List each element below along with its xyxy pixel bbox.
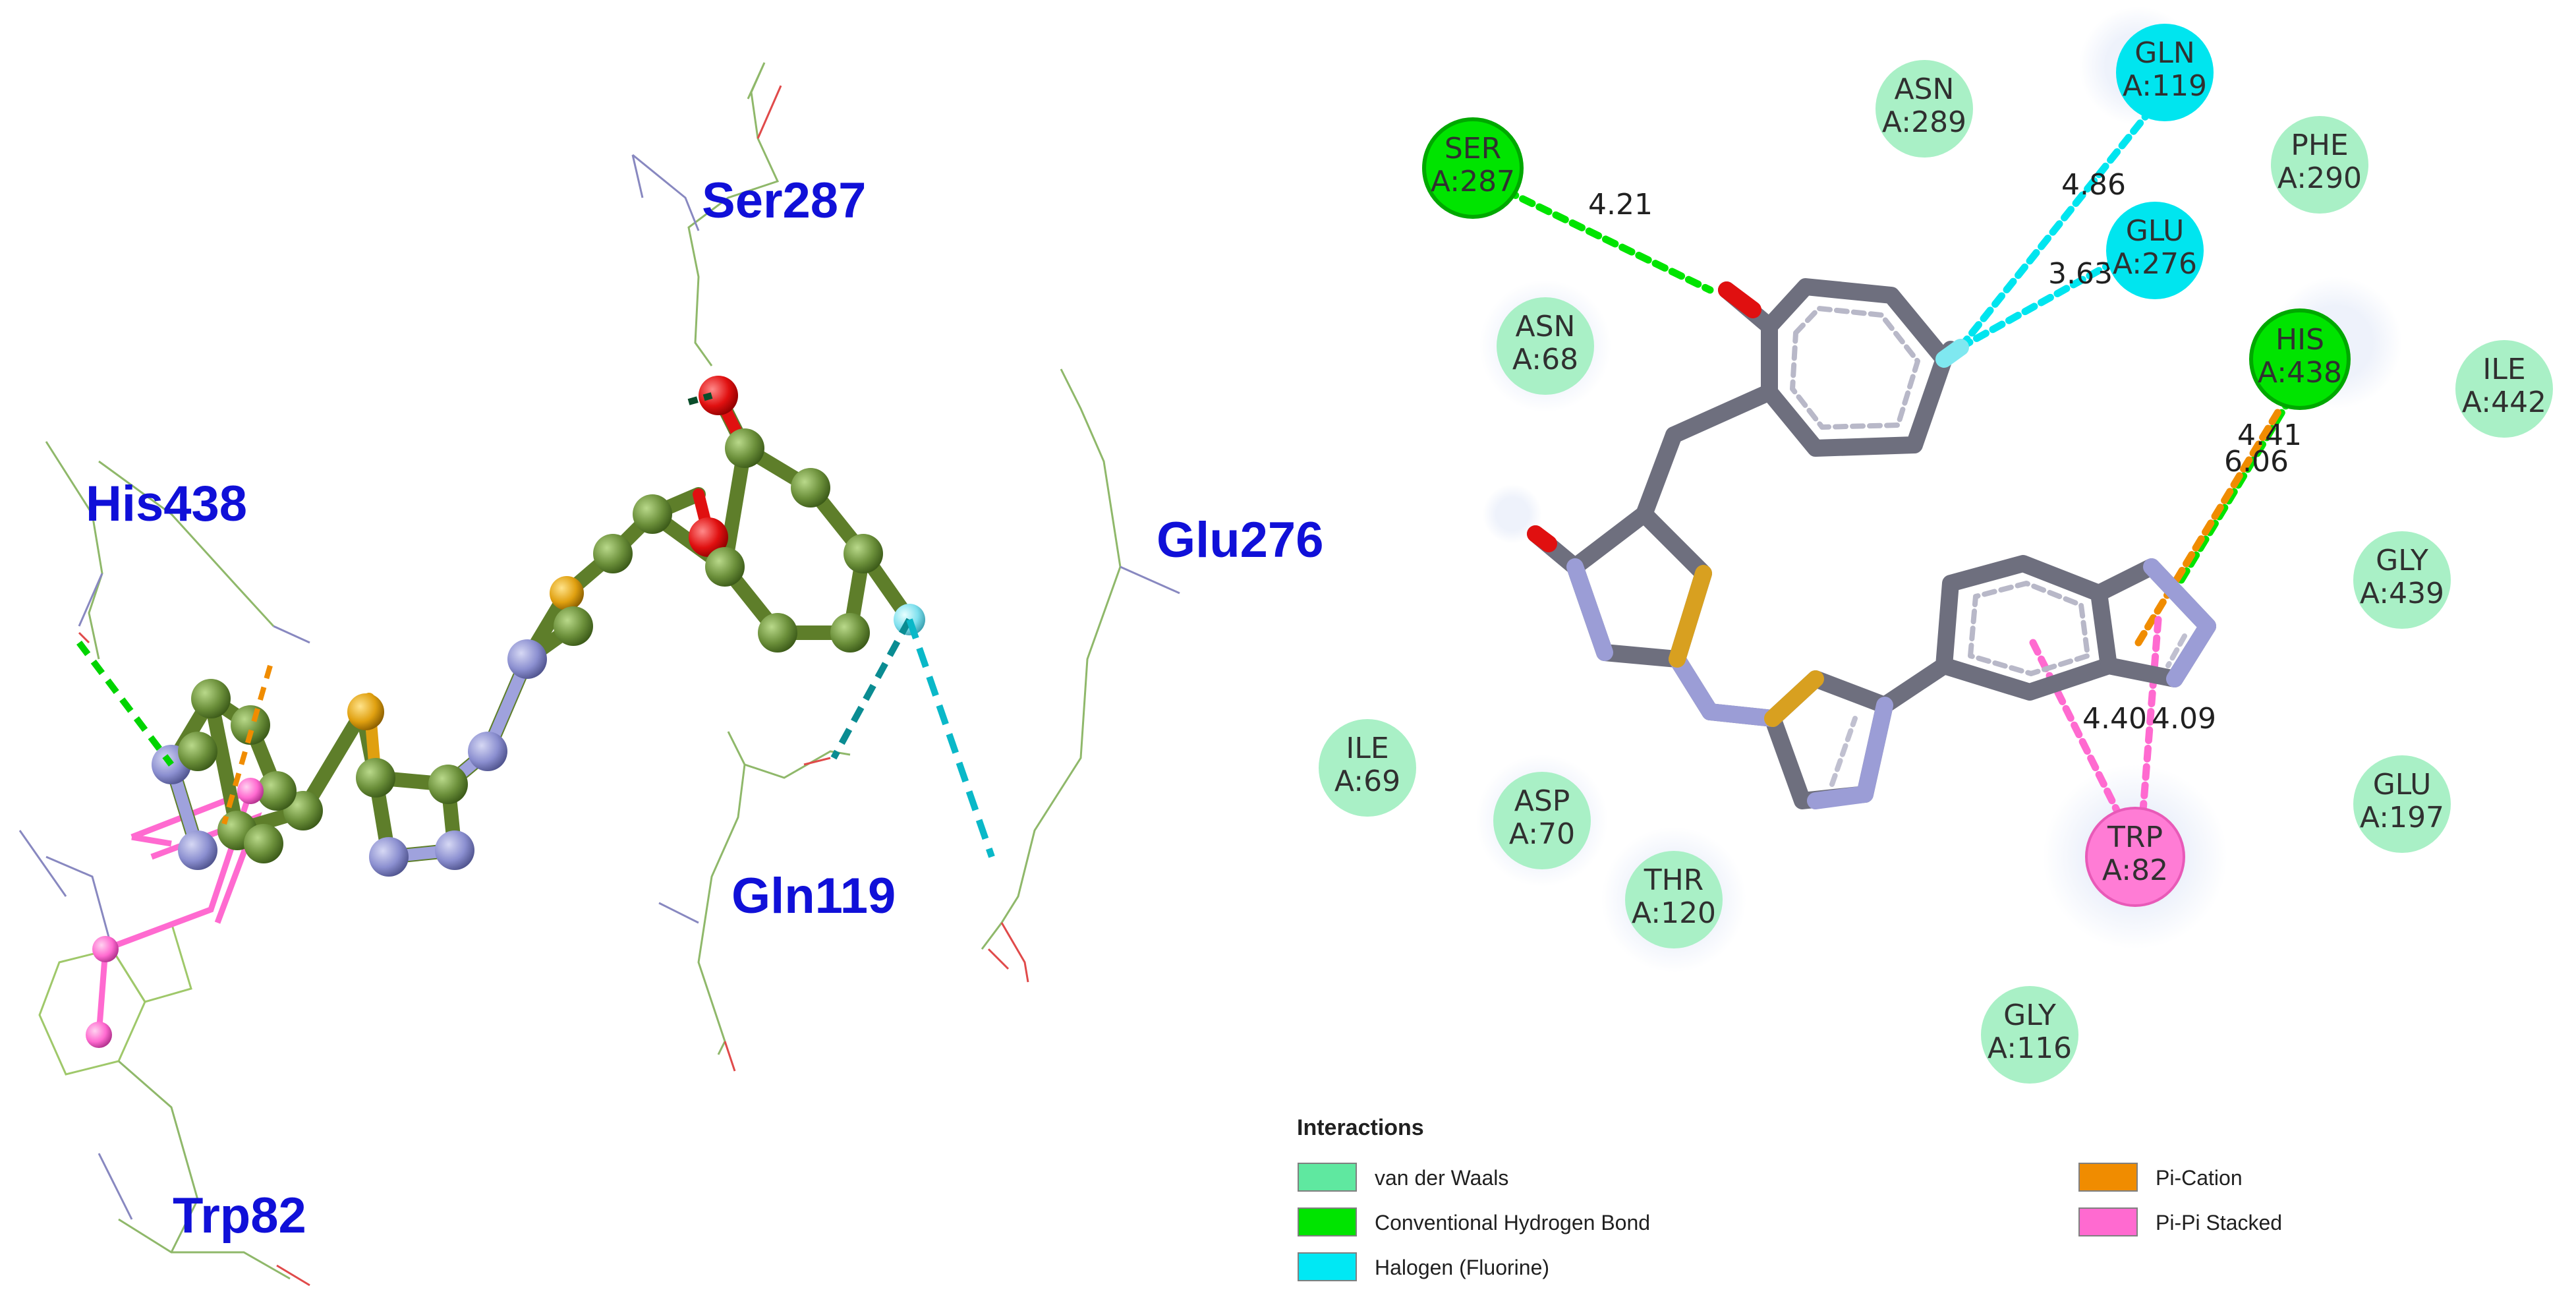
legend-label: Conventional Hydrogen Bond bbox=[1375, 1211, 1650, 1234]
distance-label: 4.86 bbox=[2061, 168, 2126, 202]
residue-label-his438: His438 bbox=[86, 476, 247, 532]
residue-label-gln119: Gln119 bbox=[731, 868, 896, 924]
svg-text:A:197: A:197 bbox=[2360, 801, 2444, 834]
legend-item-pi-cation: Pi-Cation bbox=[2078, 1163, 2243, 1192]
residue-gln119: GLN A:119 bbox=[2116, 24, 2214, 121]
residue-glu276: GLU A:276 bbox=[2106, 202, 2204, 299]
svg-text:A:439: A:439 bbox=[2360, 577, 2444, 610]
svg-text:A:82: A:82 bbox=[2102, 854, 2168, 887]
distance-label: 6.06 bbox=[2224, 445, 2289, 479]
legend-label: Pi-Cation bbox=[2156, 1166, 2243, 1190]
svg-text:GLN: GLN bbox=[2134, 36, 2195, 70]
svg-text:A:438: A:438 bbox=[2258, 356, 2342, 390]
svg-text:A:287: A:287 bbox=[1431, 165, 1515, 198]
svg-text:HIS: HIS bbox=[2275, 323, 2324, 357]
svg-text:A:116: A:116 bbox=[1988, 1031, 2072, 1065]
svg-text:THR: THR bbox=[1644, 863, 1704, 897]
interactions-3d bbox=[76, 392, 995, 858]
svg-text:ASP: ASP bbox=[1514, 784, 1570, 818]
panel-3d: Ser287 His438 Glu276 Gln119 Trp82 bbox=[18, 62, 1323, 1287]
svg-text:A:442: A:442 bbox=[2462, 386, 2546, 419]
svg-text:A:119: A:119 bbox=[2123, 69, 2207, 103]
legend-title: Interactions bbox=[1297, 1115, 1424, 1140]
residue-wires bbox=[18, 62, 1180, 1287]
ligand-2d bbox=[1527, 278, 2216, 809]
svg-text:ILE: ILE bbox=[1346, 732, 1388, 765]
legend-swatch bbox=[1298, 1252, 1357, 1281]
legend-item-hydrogen-bond: Conventional Hydrogen Bond bbox=[1298, 1207, 1650, 1236]
svg-text:GLY: GLY bbox=[2376, 544, 2428, 577]
legend-item-pi-pi-stacked: Pi-Pi Stacked bbox=[2078, 1207, 2282, 1236]
distance-label: 4.21 bbox=[1588, 188, 1653, 221]
svg-text:TRP: TRP bbox=[2107, 821, 2163, 854]
svg-text:PHE: PHE bbox=[2291, 129, 2348, 162]
residue-asn289: ASN A:289 bbox=[1875, 60, 1973, 158]
svg-text:ILE: ILE bbox=[2482, 353, 2525, 386]
residue-ile442: ILE A:442 bbox=[2455, 340, 2553, 438]
residue-trp82: TRP A:82 bbox=[2085, 807, 2185, 907]
interactions-2d bbox=[1469, 88, 2304, 831]
svg-text:GLU: GLU bbox=[2373, 768, 2432, 801]
residue-asp70: ASP A:70 bbox=[1493, 772, 1591, 869]
panel-2d: 4.21 4.86 3.63 4.41 6.06 4.40 4.09 SER A… bbox=[1297, 7, 2553, 1281]
residue-gly116: GLY A:116 bbox=[1981, 986, 2078, 1084]
svg-text:A:69: A:69 bbox=[1334, 765, 1400, 798]
svg-text:GLY: GLY bbox=[2003, 999, 2056, 1032]
svg-text:A:68: A:68 bbox=[1512, 343, 1578, 376]
residue-label-ser287: Ser287 bbox=[702, 173, 866, 229]
legend-label: Pi-Pi Stacked bbox=[2156, 1211, 2282, 1234]
legend-label: Halogen (Fluorine) bbox=[1375, 1256, 1549, 1279]
svg-text:SER: SER bbox=[1445, 132, 1501, 165]
ligand-3d bbox=[86, 376, 925, 1048]
legend-swatch bbox=[2078, 1163, 2138, 1192]
legend-swatch bbox=[2078, 1207, 2138, 1236]
residue-his438: HIS A:438 bbox=[2249, 308, 2351, 410]
svg-text:A:70: A:70 bbox=[1509, 817, 1575, 851]
svg-text:A:290: A:290 bbox=[2277, 161, 2362, 195]
distance-label: 4.40 bbox=[2082, 702, 2147, 736]
legend-item-van-der-waals: van der Waals bbox=[1298, 1163, 1508, 1192]
svg-text:A:276: A:276 bbox=[2113, 247, 2197, 281]
residue-ser287: SER A:287 bbox=[1422, 117, 1524, 219]
distance-label: 3.63 bbox=[2048, 257, 2113, 291]
legend-swatch bbox=[1298, 1163, 1357, 1192]
svg-text:ASN: ASN bbox=[1895, 73, 1955, 106]
svg-text:A:289: A:289 bbox=[1882, 105, 1966, 139]
residue-glu197: GLU A:197 bbox=[2353, 755, 2451, 853]
legend-item-halogen: Halogen (Fluorine) bbox=[1298, 1252, 1549, 1281]
residue-gly439: GLY A:439 bbox=[2353, 531, 2451, 629]
distance-label: 4.09 bbox=[2152, 702, 2216, 736]
residue-discs: SER A:287 ASN A:289 GLN A:119 PHE A:290 … bbox=[1319, 24, 2553, 1084]
residue-phe290: PHE A:290 bbox=[2271, 116, 2368, 214]
distance-label: 4.41 bbox=[2237, 419, 2302, 452]
residue-label-trp82: Trp82 bbox=[173, 1188, 306, 1244]
legend-label: van der Waals bbox=[1375, 1166, 1508, 1190]
residue-thr120: THR A:120 bbox=[1625, 851, 1723, 948]
residue-label-glu276: Glu276 bbox=[1157, 512, 1323, 568]
residue-ile69: ILE A:69 bbox=[1319, 719, 1416, 817]
legend: Interactions van der Waals Conventional … bbox=[1297, 1115, 2282, 1281]
residue-asn68: ASN A:68 bbox=[1497, 297, 1594, 395]
svg-text:GLU: GLU bbox=[2126, 214, 2185, 248]
svg-text:ASN: ASN bbox=[1516, 310, 1576, 343]
legend-swatch bbox=[1298, 1207, 1357, 1236]
svg-text:A:120: A:120 bbox=[1632, 896, 1716, 930]
